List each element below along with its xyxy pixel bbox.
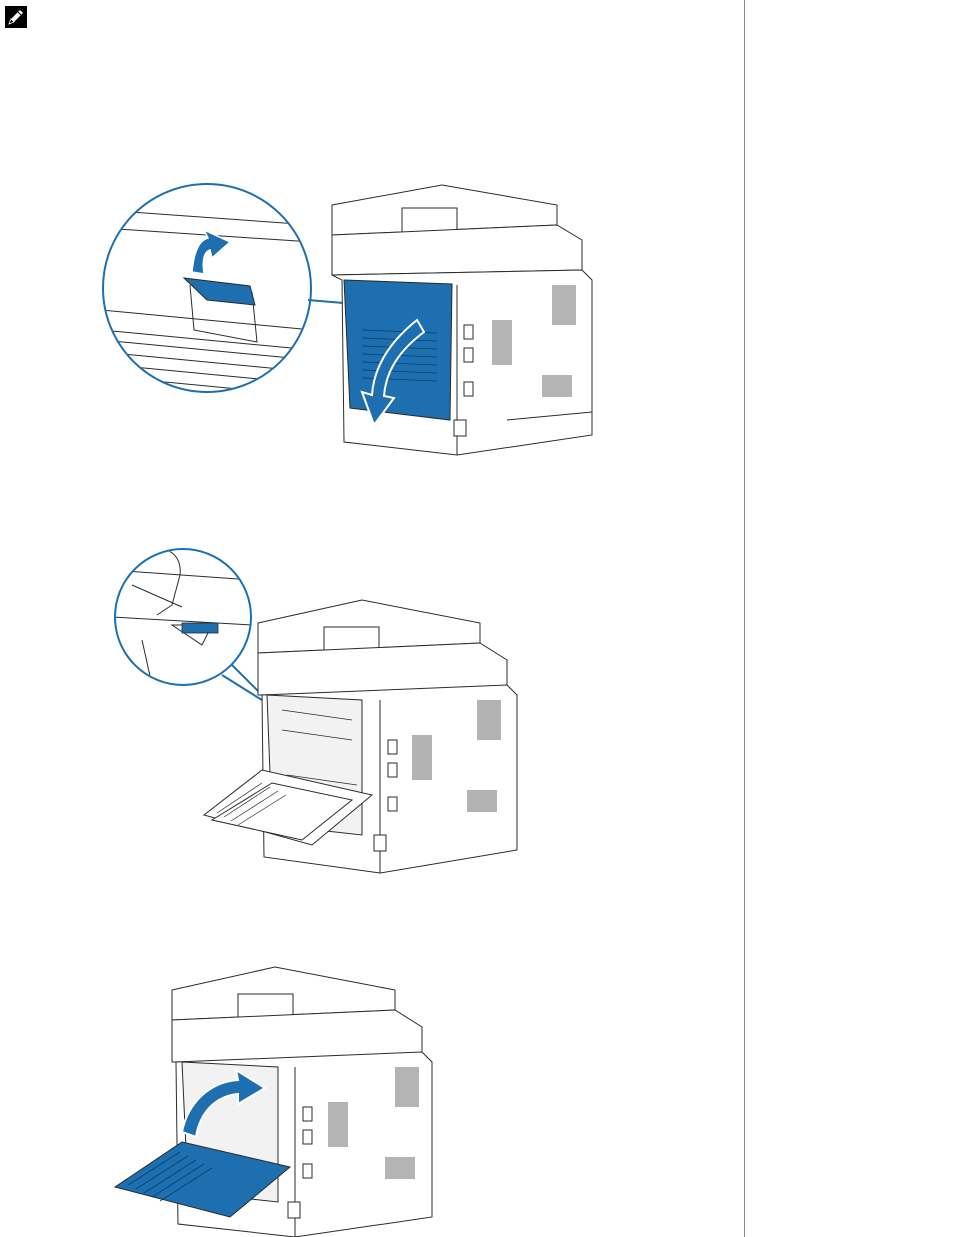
magnifier-callout-icon [112,549,252,685]
figure-close-rear-cover [110,962,440,1237]
figure-open-rear-cover [112,180,602,470]
figure-lower-fuser-levers [112,545,532,880]
magnifier-callout-icon [102,184,312,396]
page-divider [744,0,745,1237]
note-pencil-icon [5,6,27,28]
